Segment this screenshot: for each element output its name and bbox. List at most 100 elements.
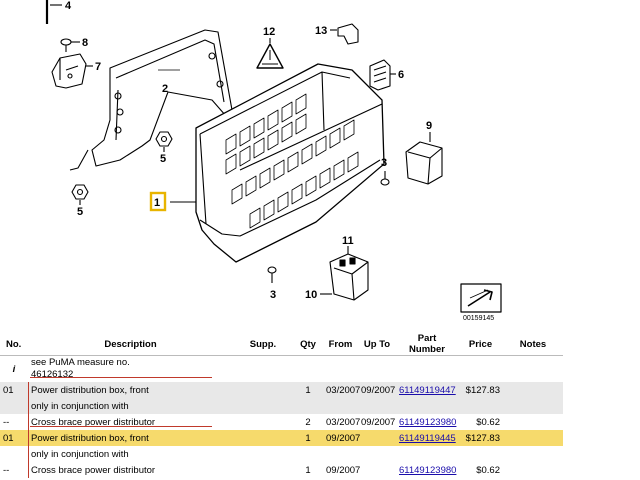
row-from	[323, 446, 358, 462]
callout-5a[interactable]: 5	[160, 153, 166, 165]
row-from: 03/2007	[326, 416, 361, 428]
row-no: --	[3, 416, 10, 428]
table-row[interactable]: -- Cross brace power distributor 2 03/20…	[0, 414, 563, 430]
row-description: Power distribution box, front	[28, 430, 233, 446]
row-description-text: Power distribution box, front	[31, 432, 149, 444]
row-qty: 1	[293, 430, 323, 446]
row-up-to	[358, 356, 396, 383]
part-5-nut-b	[71, 184, 89, 205]
col-price: Price	[458, 333, 503, 356]
group-divider-line	[30, 377, 212, 378]
row-from: 09/2007	[323, 430, 360, 446]
group-bracket	[28, 382, 29, 398]
table-header-row: No. Description Supp. Qty From Up To Par…	[0, 333, 563, 356]
row-qty: 2	[305, 416, 311, 428]
table-row: only in conjunction with	[0, 446, 563, 462]
row-description-text: Cross brace power distributor	[31, 464, 156, 476]
callout-7[interactable]: 7	[95, 61, 101, 73]
row-part-number	[396, 398, 458, 414]
row-description: see PuMA measure no. 46126132	[28, 356, 233, 383]
part-3-screw-a	[380, 171, 390, 186]
row-from	[323, 356, 358, 383]
row-part-number: 61149119445	[396, 430, 458, 446]
row-notes	[503, 446, 563, 462]
table-row: only in conjunction with	[0, 398, 563, 414]
row-part-number	[396, 356, 458, 383]
group-bracket	[28, 430, 29, 446]
callout-4[interactable]: 4	[65, 0, 72, 12]
row-from	[323, 398, 358, 414]
col-part-number: Part Number	[396, 333, 458, 356]
part-5-nut-a	[155, 131, 173, 152]
reference-id: 00159145	[463, 315, 494, 322]
row-supp	[233, 414, 293, 430]
callout-highlight-box	[149, 191, 167, 212]
col-no: No.	[0, 333, 28, 356]
row-supp	[233, 446, 293, 462]
col-description: Description	[28, 333, 233, 356]
part-12-warning-label	[256, 38, 284, 69]
callout-9[interactable]: 9	[426, 120, 432, 132]
row-price	[458, 356, 503, 383]
row-qty	[293, 446, 323, 462]
part-6-connector	[369, 59, 396, 91]
callout-11[interactable]: 11	[342, 235, 354, 247]
row-notes	[503, 398, 563, 414]
row-no	[0, 398, 28, 414]
row-qty: 1	[293, 382, 323, 398]
callout-10[interactable]: 10	[305, 289, 317, 301]
row-part-number	[396, 446, 458, 462]
reference-icon	[460, 283, 502, 313]
callout-12[interactable]: 12	[263, 26, 275, 38]
row-part-number: 61149119447	[396, 382, 458, 398]
col-from: From	[323, 333, 358, 356]
row-description: only in conjunction with	[28, 398, 233, 414]
part-10-11-relay	[320, 246, 369, 301]
row-from: 09/2007	[326, 464, 361, 476]
col-notes: Notes	[503, 333, 563, 356]
row-description-text: Power distribution box, front	[31, 384, 149, 396]
callout-13[interactable]: 13	[315, 25, 327, 37]
part-number-link[interactable]: 61149119447	[399, 384, 456, 396]
row-price	[458, 446, 503, 462]
row-notes	[503, 462, 563, 478]
table-row-highlighted[interactable]: 01 Power distribution box, front 1 09/20…	[0, 430, 563, 446]
callout-3a[interactable]: 3	[381, 157, 387, 169]
row-from: 03/2007	[323, 382, 360, 398]
callout-8[interactable]: 8	[82, 37, 88, 49]
row-up-to: 09/2007	[361, 416, 396, 428]
part-number-link[interactable]: 61149119445	[399, 432, 456, 444]
table-row[interactable]: 01 Power distribution box, front 1 03/20…	[0, 382, 563, 398]
row-part-number: 61149123980	[396, 414, 458, 430]
part-number-link[interactable]: 61149123980	[399, 416, 457, 428]
group-bracket	[28, 446, 29, 462]
row-price: $127.83	[458, 430, 503, 446]
row-supp	[233, 462, 293, 478]
part-13-clip	[330, 23, 359, 45]
callout-1[interactable]: 1	[154, 197, 160, 209]
row-qty	[293, 398, 323, 414]
part-1-power-distribution-box	[170, 63, 385, 263]
part-3-screw-b	[267, 266, 277, 283]
callout-2[interactable]: 2	[162, 83, 168, 95]
row-up-to: 09/2007	[358, 382, 396, 398]
row-up-to	[358, 462, 396, 478]
row-supp	[233, 398, 293, 414]
part-8-screw	[60, 38, 80, 52]
part-number-link[interactable]: 61149123980	[399, 464, 457, 476]
row-price: $0.62	[476, 416, 500, 428]
row-no: 01	[0, 430, 28, 446]
callout-5b[interactable]: 5	[77, 206, 83, 218]
group-divider-line	[30, 426, 212, 427]
row-qty: 1	[305, 464, 311, 476]
row-no	[0, 446, 28, 462]
col-up-to: Up To	[358, 333, 396, 356]
info-icon: i	[12, 363, 16, 375]
row-supp	[233, 356, 293, 383]
callout-3b[interactable]: 3	[270, 289, 276, 301]
callout-6[interactable]: 6	[398, 69, 404, 81]
row-up-to	[358, 398, 396, 414]
row-description-text: Cross brace power distributor	[31, 416, 156, 428]
row-price	[458, 398, 503, 414]
table-row[interactable]: -- Cross brace power distributor 1 09/20…	[0, 462, 563, 478]
